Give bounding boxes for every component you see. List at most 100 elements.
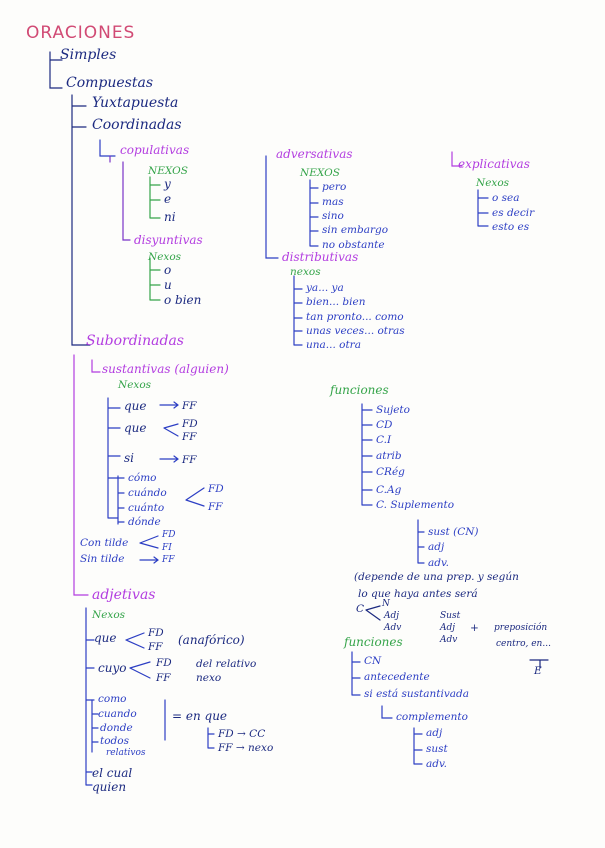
explicativa-nexo-estoes: esto es bbox=[492, 221, 530, 233]
disyuntivas-label: disyuntivas bbox=[134, 233, 203, 247]
adj-en-que: = en que bbox=[172, 709, 228, 723]
disyuntiva-nexo-u: u bbox=[164, 278, 172, 292]
adj-nexo-donde: donde bbox=[100, 722, 133, 734]
adversativa-nexo-sino: sino bbox=[322, 210, 344, 222]
funcion-adj-complemento: complemento bbox=[396, 711, 468, 723]
adj-cuyo-fd-note: del relativo bbox=[196, 658, 257, 670]
funcion-cd: CD bbox=[376, 419, 393, 431]
funcion-adj-cn: CN bbox=[364, 655, 382, 667]
nota-c: C bbox=[356, 603, 365, 615]
adversativa-nexo-sinembargo: sin embargo bbox=[322, 224, 389, 236]
compuestas-label: Compuestas bbox=[66, 75, 154, 91]
sust-nexo-cuando: cuándo bbox=[128, 487, 167, 499]
sust-con-tilde: Con tilde bbox=[80, 537, 129, 549]
copulativa-nexo-e: e bbox=[164, 192, 172, 206]
distributiva-nexo-ya: ya... ya bbox=[306, 282, 344, 294]
nota-adj: Adj bbox=[384, 611, 400, 621]
sust-con-tilde-fi: FI bbox=[162, 543, 172, 553]
adjetivas-label: adjetivas bbox=[92, 587, 156, 603]
sust-nexo-que-2: que bbox=[124, 421, 147, 435]
sust-sin-tilde: Sin tilde bbox=[80, 553, 125, 565]
sust-nexo-si: si bbox=[124, 451, 134, 465]
page-title: ORACIONES bbox=[26, 23, 136, 43]
simples-label: Simples bbox=[60, 47, 117, 63]
sust-group-fd: FD bbox=[208, 483, 224, 495]
adversativas-label: adversativas bbox=[276, 147, 353, 161]
adj-nexo-cuando: cuando bbox=[98, 708, 137, 720]
adversativas-nexos: NEXOS bbox=[300, 167, 340, 179]
nota-line-2: lo que haya antes será bbox=[358, 588, 478, 600]
sust-nexo-donde: dónde bbox=[128, 516, 161, 528]
funcion-adj-sub-sust: sust bbox=[426, 743, 448, 755]
adj-nexo-relativos: relativos bbox=[106, 748, 146, 758]
sust-si-ff: FF bbox=[182, 454, 197, 466]
nota-preposicion: preposición bbox=[494, 623, 548, 633]
sust-que-2-ff: FF bbox=[182, 431, 197, 443]
funcion-csuplemento: C. Suplemento bbox=[376, 499, 455, 511]
subordinadas-label: Subordinadas bbox=[86, 333, 184, 349]
nota-sust: Sust bbox=[440, 611, 461, 621]
adjetivas-nexos: Nexos bbox=[92, 609, 126, 621]
funcion-adj-antecedente: antecedente bbox=[364, 671, 430, 683]
sust-nexo-cuanto: cuánto bbox=[128, 502, 165, 514]
adj-nexo-como: como bbox=[98, 693, 127, 705]
copulativa-nexo-y: y bbox=[164, 177, 171, 191]
distributiva-nexo-unaotra: una... otra bbox=[306, 339, 361, 351]
sust-nexo-que-1: que bbox=[124, 399, 147, 413]
funcion-adj: adj bbox=[428, 541, 445, 553]
nota-e: E bbox=[534, 665, 542, 677]
adj-nexo-que: que bbox=[94, 631, 117, 645]
adversativa-nexo-pero: pero bbox=[322, 181, 347, 193]
sust-con-tilde-fd: FD bbox=[162, 530, 176, 540]
distributivas-nexos: nexos bbox=[290, 266, 321, 278]
adj-nexo-todos: todos bbox=[100, 735, 129, 747]
sustantivas-nexos: Nexos bbox=[118, 379, 152, 391]
adj-cuyo-ff: FF bbox=[156, 672, 171, 684]
adj-enque-ff: FF → nexo bbox=[218, 742, 274, 754]
adj-cuyo-fd: FD bbox=[156, 657, 172, 669]
nota-adj-2: Adj bbox=[440, 623, 456, 633]
nota-n: N bbox=[382, 599, 390, 609]
funcion-adj-sub-adj: adj bbox=[426, 727, 443, 739]
adj-nexo-quien: quien bbox=[92, 780, 127, 794]
adversativa-nexo-noobstante: no obstante bbox=[322, 239, 385, 251]
adj-enque-fd: FD → CC bbox=[218, 728, 266, 740]
funcion-ci: C.I bbox=[376, 434, 392, 446]
nota-line-1: (depende de una prep. y según bbox=[354, 571, 519, 583]
funcion-adj-sub-adv: adv. bbox=[426, 758, 448, 770]
distributiva-nexo-bien: bien... bien bbox=[306, 296, 366, 308]
funcion-adv: adv. bbox=[428, 557, 450, 569]
funcion-creg: CRég bbox=[376, 466, 405, 478]
adj-cuyo-ff-note: nexo bbox=[196, 672, 222, 684]
explicativa-nexo-osea: o sea bbox=[492, 192, 520, 204]
distributiva-nexo-tanpronto: tan pronto... como bbox=[306, 311, 404, 323]
distributiva-nexo-unasveces: unas veces... otras bbox=[306, 325, 405, 337]
sustantivas-label: sustantivas (alguien) bbox=[102, 362, 229, 376]
explicativas-label: explicativas bbox=[458, 157, 530, 171]
sust-group-ff: FF bbox=[208, 501, 223, 513]
funcion-cag: C.Ag bbox=[376, 484, 402, 496]
funcion-atrib: atrib bbox=[376, 450, 402, 462]
sust-que-1-ff: FF bbox=[182, 400, 197, 412]
copulativas-nexos: NEXOS bbox=[148, 165, 188, 177]
disyuntiva-nexo-o: o bbox=[164, 263, 172, 277]
disyuntiva-nexo-obien: o bien bbox=[164, 293, 202, 307]
disyuntivas-nexos: Nexos bbox=[148, 251, 182, 263]
adj-nexo-elcual: el cual bbox=[92, 766, 133, 780]
yuxtapuesta-label: Yuxtapuesta bbox=[92, 95, 179, 111]
adj-nexo-cuyo: cuyo bbox=[98, 661, 127, 675]
funcion-sust-cn: sust (CN) bbox=[428, 526, 479, 538]
funcion-adj-sustantivada: si está sustantivada bbox=[364, 688, 470, 700]
explicativas-nexos: Nexos bbox=[476, 177, 510, 189]
sust-nexo-como: cómo bbox=[128, 472, 157, 484]
sust-que-2-fd: FD bbox=[182, 418, 198, 430]
funciones-sust-label: funciones bbox=[330, 383, 389, 397]
funciones-adj-label: funciones bbox=[344, 635, 403, 649]
nota-adv: Adv bbox=[384, 623, 402, 633]
nota-plus: + bbox=[470, 622, 479, 634]
adj-que-fd: FD bbox=[148, 627, 164, 639]
adj-que-note: (anafórico) bbox=[178, 633, 245, 647]
distributivas-label: distributivas bbox=[282, 250, 359, 264]
